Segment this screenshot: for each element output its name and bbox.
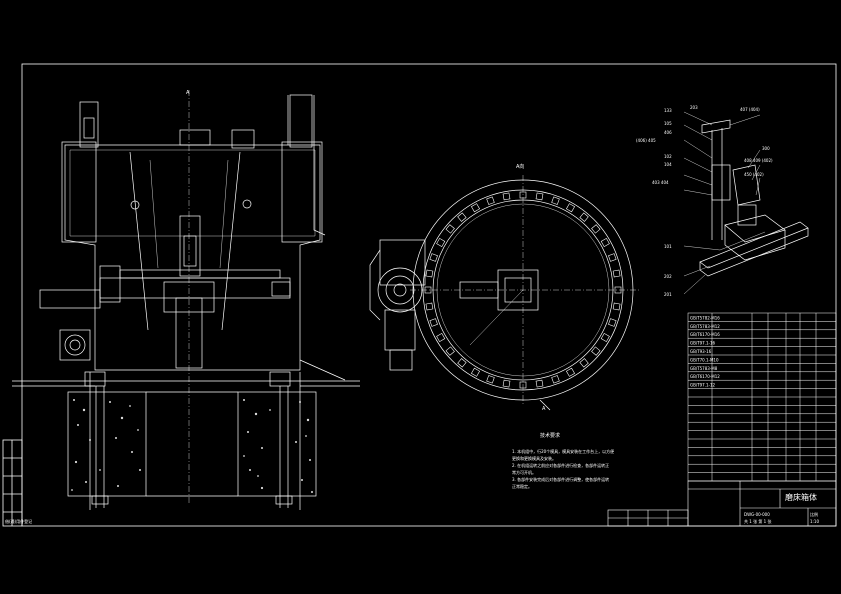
bom-code: GB/T5783-M8	[690, 366, 718, 371]
callout-label: 105	[664, 121, 672, 126]
ring-bolt	[519, 381, 527, 389]
callout-label: 406	[664, 130, 672, 135]
left-strip-label: 借(通)用件登记	[5, 518, 32, 524]
ring-bolt	[579, 212, 589, 222]
ring-bolt	[425, 269, 434, 278]
ring-bolt	[425, 302, 434, 311]
bom-code: GB/T97.1-16	[690, 341, 716, 346]
callout-label: 102	[664, 154, 672, 159]
ring-bolt	[551, 375, 560, 384]
callout-label: 202	[664, 274, 672, 279]
ring-bolt	[436, 237, 446, 248]
tech-requirements: 技术要求 1. 本机组中，行20个模具，模具安装在工作台上，以方便 更换和更换模…	[512, 432, 614, 489]
ring-bolt	[502, 192, 511, 201]
ring-bolt	[535, 379, 544, 388]
ring-bolt	[445, 224, 455, 234]
tech-requirement-line: 3. 各部件安装完成后对各部件进行调整，使各部件运转	[512, 476, 609, 482]
plan-view	[369, 175, 640, 411]
bom-code: GB/T93-16	[690, 349, 712, 354]
callout-label: 300	[762, 146, 770, 151]
ring-bolt	[457, 212, 467, 222]
ring-bolt	[429, 318, 438, 327]
bom-code: GB/T5783-M12	[690, 324, 720, 329]
callout-label: 403 404	[652, 180, 669, 185]
drawing-frame	[2, 63, 837, 527]
drawing-name: 磨床箱体	[785, 492, 817, 502]
ring-bolt	[600, 237, 610, 248]
tech-requirement-line: 常方可开机。	[512, 469, 536, 475]
ring-bolt	[486, 375, 495, 384]
foundation-hatch	[71, 399, 313, 493]
ring-bolt	[486, 196, 495, 205]
callout-label: 408 409 (402)	[744, 158, 773, 163]
ring-bolt	[565, 367, 576, 377]
tech-requirement-line: 正常稳定。	[512, 483, 532, 489]
bom-codes: GB/T5782-M16GB/T5783-M12GB/T6170-M16GB/T…	[690, 315, 720, 387]
bom-table	[687, 312, 837, 482]
tech-requirement-line: 2. 在机组运转之前应对各部件进行检查，各部件运转正	[512, 462, 609, 468]
sheet-info: 共 1 张 第 1 张	[744, 518, 771, 524]
callout-label: 101	[664, 244, 672, 249]
ring-bolt	[551, 196, 560, 205]
ring-bolt	[535, 192, 544, 201]
plan-section-mark: A	[542, 406, 546, 412]
callout-label: 133	[664, 108, 672, 113]
ring-bolt	[519, 191, 527, 199]
callout-label: 407 (404)	[740, 107, 760, 112]
bom-code: GB/T6170-M16	[690, 332, 720, 337]
ring-bolt	[579, 358, 589, 368]
scale-label: 比例	[810, 511, 818, 517]
scale-value: 1:10	[810, 519, 819, 524]
ring-bolt	[565, 203, 576, 213]
bom-code: GB/T6170-M12	[690, 374, 720, 379]
ring-bolt	[470, 367, 481, 377]
ring-bolt	[436, 332, 446, 343]
plan-view-label: A向	[516, 163, 524, 170]
ring-bolt	[429, 253, 438, 262]
callout-label: 450 (402)	[744, 172, 764, 177]
ring-bolt	[445, 346, 455, 356]
ring-bolt	[470, 203, 481, 213]
ring-bolt	[600, 332, 610, 343]
ring-bolt	[614, 286, 622, 294]
ring-bolt	[502, 379, 511, 388]
ring-bolt	[612, 302, 621, 311]
bom-code: GB/T97.1-12	[690, 383, 716, 388]
ring-bolt	[457, 358, 467, 368]
bom-code: GB/T5782-M16	[690, 315, 720, 320]
ring-bolt	[608, 253, 617, 262]
bom-code: GB/T70.1-M10	[690, 357, 719, 362]
isometric-leaders	[683, 111, 761, 295]
ring-bolt	[612, 269, 621, 278]
ring-bolt	[591, 346, 601, 356]
plan-bolt-ring	[424, 191, 622, 389]
callout-label: 104	[664, 162, 672, 167]
callout-label: (406) 405	[636, 138, 656, 143]
front-section-view	[12, 90, 360, 510]
ring-bolt	[591, 224, 601, 234]
callout-label: 201	[664, 292, 672, 297]
isometric-detail	[699, 119, 809, 277]
tech-requirement-line: 更换和更换模具及安装。	[512, 455, 556, 461]
callout-label: 203	[690, 105, 698, 110]
title-block	[607, 480, 837, 527]
ring-bolt	[608, 318, 617, 327]
tech-requirement-line: 1. 本机组中，行20个模具，模具安装在工作台上，以方便	[512, 448, 614, 454]
tech-requirements-title: 技术要求	[540, 432, 560, 439]
section-label-a: A	[186, 90, 190, 96]
isometric-callout-labels: 133 203 407 (404) 105 406 (406) 405 102 …	[636, 105, 773, 297]
drawing-number: DWG-00-000	[744, 512, 770, 517]
ring-bolt	[424, 286, 432, 294]
